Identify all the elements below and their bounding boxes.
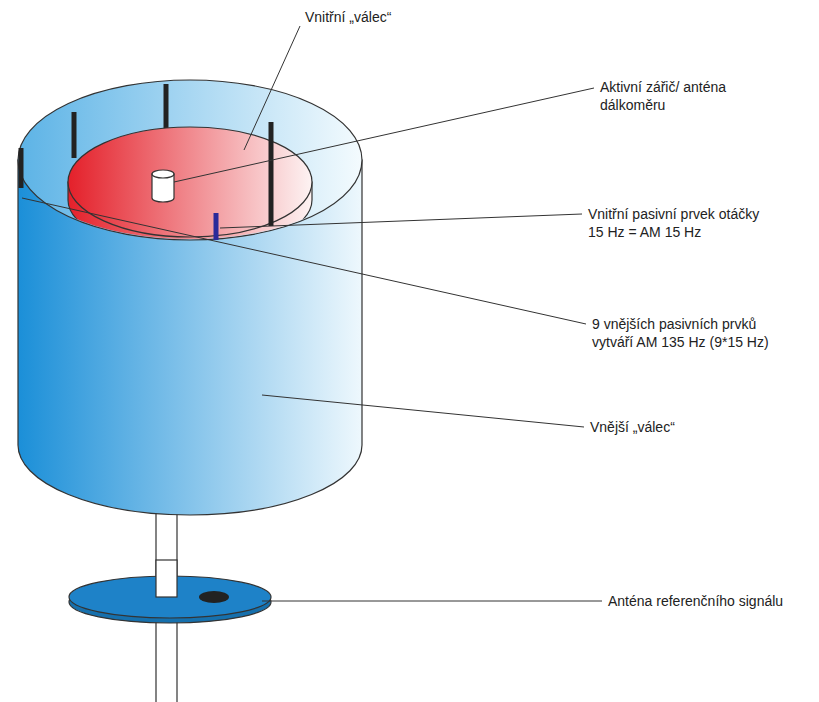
part-label: 9 vnějších pasivních prvků vytváří AM 13… [592, 315, 797, 351]
inner-passive-element [214, 213, 219, 240]
outer-passive-element [21, 122, 271, 226]
part-label: Anténa referenčního signálu [608, 592, 783, 610]
part-label: Vnitřní „válec“ [305, 8, 391, 26]
part-label: Vnitřní pasivní prvek otáčky 15 Hz = AM … [588, 205, 766, 241]
outer-cylinder [18, 80, 362, 515]
part-label: Vnější „válec“ [590, 418, 675, 436]
reference-antenna-disc [69, 560, 271, 623]
inner-cylinder [68, 127, 312, 252]
leader-line [22, 26, 602, 601]
active-radiator [152, 170, 174, 202]
part-label: Aktivní zářič/ anténa dálkoměru [600, 78, 730, 114]
